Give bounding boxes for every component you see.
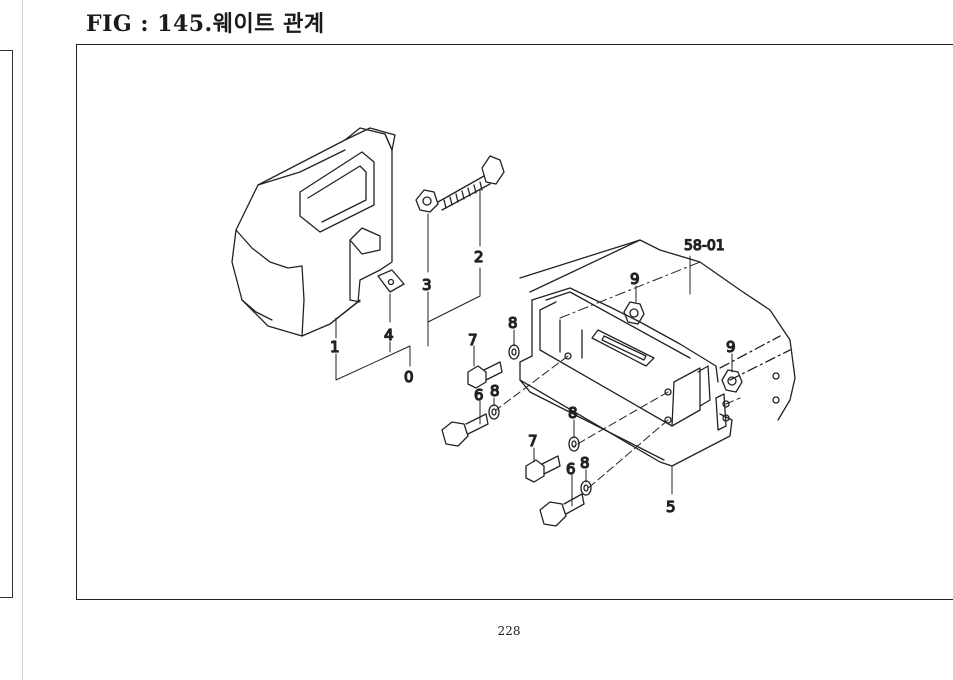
callout-ref-58-01: 58-01 xyxy=(684,238,725,254)
leader-lines-lower xyxy=(473,255,733,507)
callout-0: 0 xyxy=(404,368,414,386)
callout-1: 1 xyxy=(330,338,340,356)
nut-9-upper xyxy=(623,301,645,325)
bolt-6-upper xyxy=(441,413,489,447)
callout-8-c: 8 xyxy=(568,404,578,422)
page-number: 228 xyxy=(497,624,521,638)
callout-6-upper: 6 xyxy=(474,386,484,404)
bolt-7-upper xyxy=(467,361,503,389)
nut-part xyxy=(415,189,439,213)
nut-9-lower xyxy=(721,369,743,393)
counterweight-part xyxy=(231,127,396,337)
callout-5: 5 xyxy=(666,498,676,516)
callout-9-upper: 9 xyxy=(630,270,640,288)
bracket-part xyxy=(495,239,796,491)
callout-2: 2 xyxy=(474,248,484,266)
callout-4: 4 xyxy=(384,326,394,344)
bolt-7-lower xyxy=(525,455,561,483)
callout-7-upper: 7 xyxy=(468,331,478,349)
bolt-6-lower xyxy=(539,493,585,527)
page-edge xyxy=(22,0,23,680)
square-plate xyxy=(377,269,405,293)
left-margin-bracket xyxy=(0,50,13,598)
leader-lines-upper xyxy=(335,189,481,381)
callout-7-lower: 7 xyxy=(528,432,538,450)
diagram-frame xyxy=(76,44,953,600)
callout-9-lower: 9 xyxy=(726,338,736,356)
callout-8-d: 8 xyxy=(580,454,590,472)
figure-title: FIG : 145.웨이트 관계 xyxy=(86,11,325,37)
callout-8-b: 8 xyxy=(490,382,500,400)
callout-8-a: 8 xyxy=(508,314,518,332)
callout-3: 3 xyxy=(422,276,432,294)
callout-6-lower: 6 xyxy=(566,460,576,478)
long-bolt-part xyxy=(437,155,505,211)
